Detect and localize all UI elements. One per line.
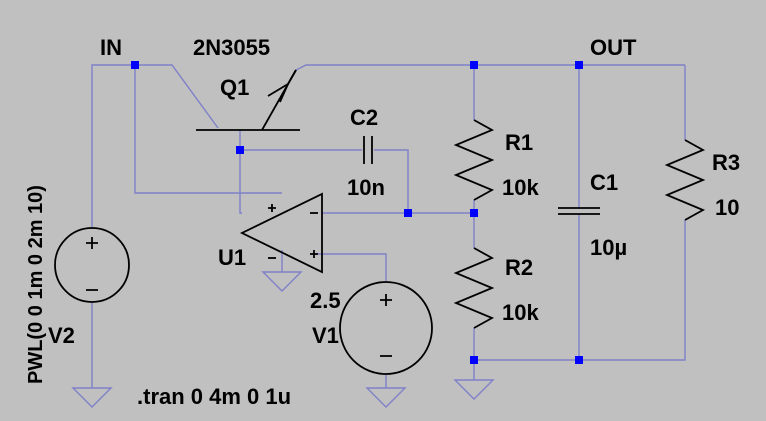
u1-name-label: U1 — [218, 245, 246, 270]
ground-v2 — [71, 387, 113, 408]
net-label-out: OUT — [590, 35, 637, 60]
r1-name-label: R1 — [505, 130, 533, 155]
wire-in-to-opamp-supply — [134, 65, 282, 194]
r2-value-label: 10k — [502, 300, 539, 325]
q1-name-label: Q1 — [220, 75, 249, 100]
ground-v1 — [365, 387, 407, 408]
c1-value-label: 10µ — [590, 235, 627, 260]
junction-c1-bottom — [575, 356, 583, 364]
opamp-plus-sign — [310, 250, 318, 258]
junctions — [131, 61, 583, 364]
v2-value-label: PWL(0 0 1m 0 2m 10) — [25, 185, 47, 384]
ground-symbols — [71, 271, 495, 408]
v2-name-label: V2 — [48, 323, 75, 348]
c2-value-label: 10n — [347, 175, 385, 200]
junction-divider — [470, 209, 478, 217]
wire-in-to-v2 — [91, 64, 135, 228]
ground-u1 — [261, 271, 303, 292]
voltage-source-v2 — [54, 227, 130, 303]
capacitor-c2 — [363, 136, 373, 164]
q1-model-label: 2N3055 — [193, 35, 270, 60]
wires — [91, 64, 686, 388]
net-label-in: IN — [100, 35, 122, 60]
wire-in-to-collector — [135, 64, 219, 129]
wire-base-node — [239, 130, 242, 214]
junction-feedback — [404, 209, 412, 217]
junction-r2-bottom — [470, 356, 478, 364]
transistor-q1 — [196, 69, 300, 131]
junction-in — [131, 61, 139, 69]
resistor-r2 — [453, 247, 495, 329]
v1-value-label: 2.5 — [310, 288, 341, 313]
wire-c2-to-feedback — [374, 149, 409, 213]
wire-bottom-rail — [474, 300, 686, 361]
labels: IN OUT 2N3055 Q1 C2 10n R1 10k R2 10k C1… — [25, 35, 740, 409]
c2-name-label: C2 — [350, 105, 378, 130]
voltage-source-v1 — [339, 281, 433, 375]
r2-name-label: R2 — [505, 255, 533, 280]
wire-emitter-to-out — [295, 64, 685, 71]
opamp-u1 — [239, 192, 323, 274]
wire-plus-to-v1 — [312, 253, 387, 282]
junction-base — [236, 146, 244, 154]
v1-name-label: V1 — [312, 323, 339, 348]
r1-value-label: 10k — [502, 175, 539, 200]
c1-name-label: C1 — [590, 170, 618, 195]
q1-emitter-arrow — [267, 69, 297, 103]
junction-r1-top — [470, 61, 478, 69]
opamp-plus-top — [268, 204, 276, 212]
r3-name-label: R3 — [712, 150, 740, 175]
spice-directive[interactable]: .tran 0 4m 0 1u — [137, 384, 291, 409]
r3-value-label: 10 — [715, 195, 739, 220]
resistor-r1 — [453, 119, 495, 201]
capacitor-c1 — [558, 207, 600, 215]
resistor-r3 — [664, 139, 706, 221]
junction-out — [575, 61, 583, 69]
ground-r2 — [453, 379, 495, 400]
